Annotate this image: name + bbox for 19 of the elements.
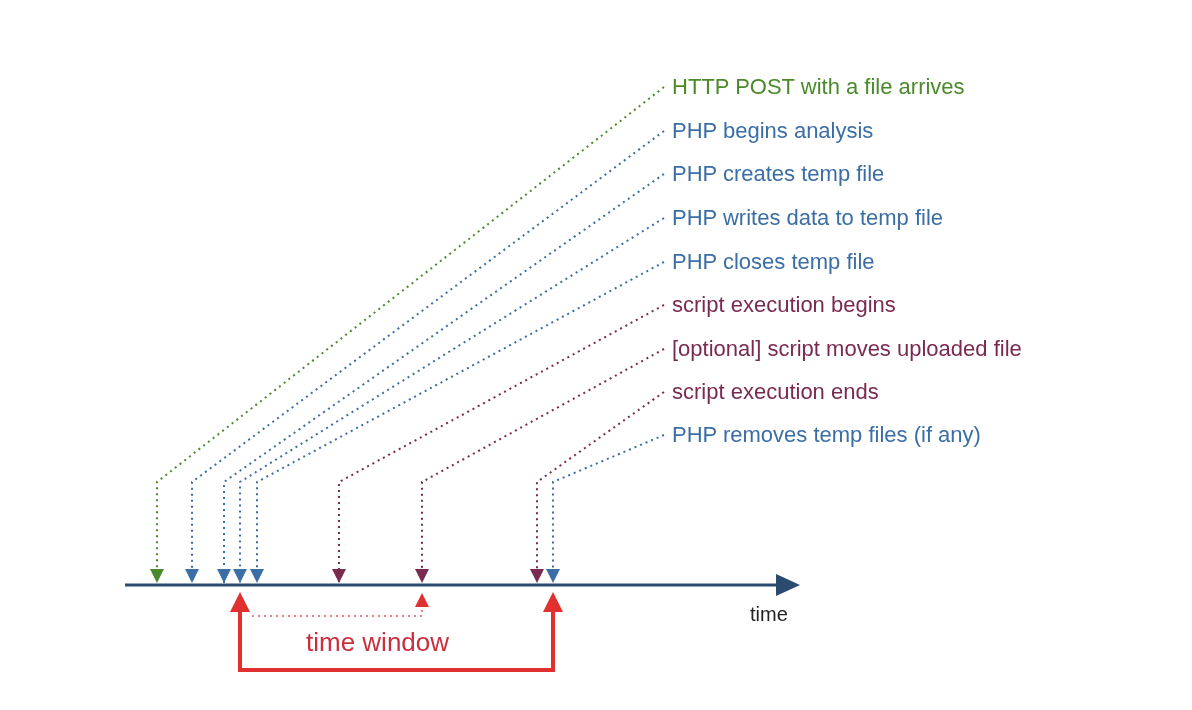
leader-arrow	[150, 86, 665, 584]
event-label: script execution ends	[672, 379, 879, 405]
time-window-label: time window	[306, 627, 450, 658]
leader-arrow	[250, 261, 665, 584]
event-label: [optional] script moves uploaded file	[672, 336, 1022, 362]
event-label: script execution begins	[672, 292, 896, 318]
event-label: PHP writes data to temp file	[672, 205, 944, 231]
axis-label: time	[750, 603, 788, 626]
event-label: PHP creates temp file	[672, 161, 885, 187]
leader-arrow	[530, 391, 665, 584]
event-label: HTTP POST with a file arrives	[672, 74, 965, 100]
event-label: PHP closes temp file	[672, 249, 875, 275]
leader-arrow	[332, 304, 665, 584]
leader-arrow	[185, 130, 665, 584]
event-label: PHP removes temp files (if any)	[672, 422, 981, 448]
time-axis-arrow	[125, 574, 800, 596]
event-label: PHP begins analysis	[672, 118, 874, 144]
leader-arrow	[415, 348, 665, 584]
leader-arrow	[546, 434, 665, 584]
